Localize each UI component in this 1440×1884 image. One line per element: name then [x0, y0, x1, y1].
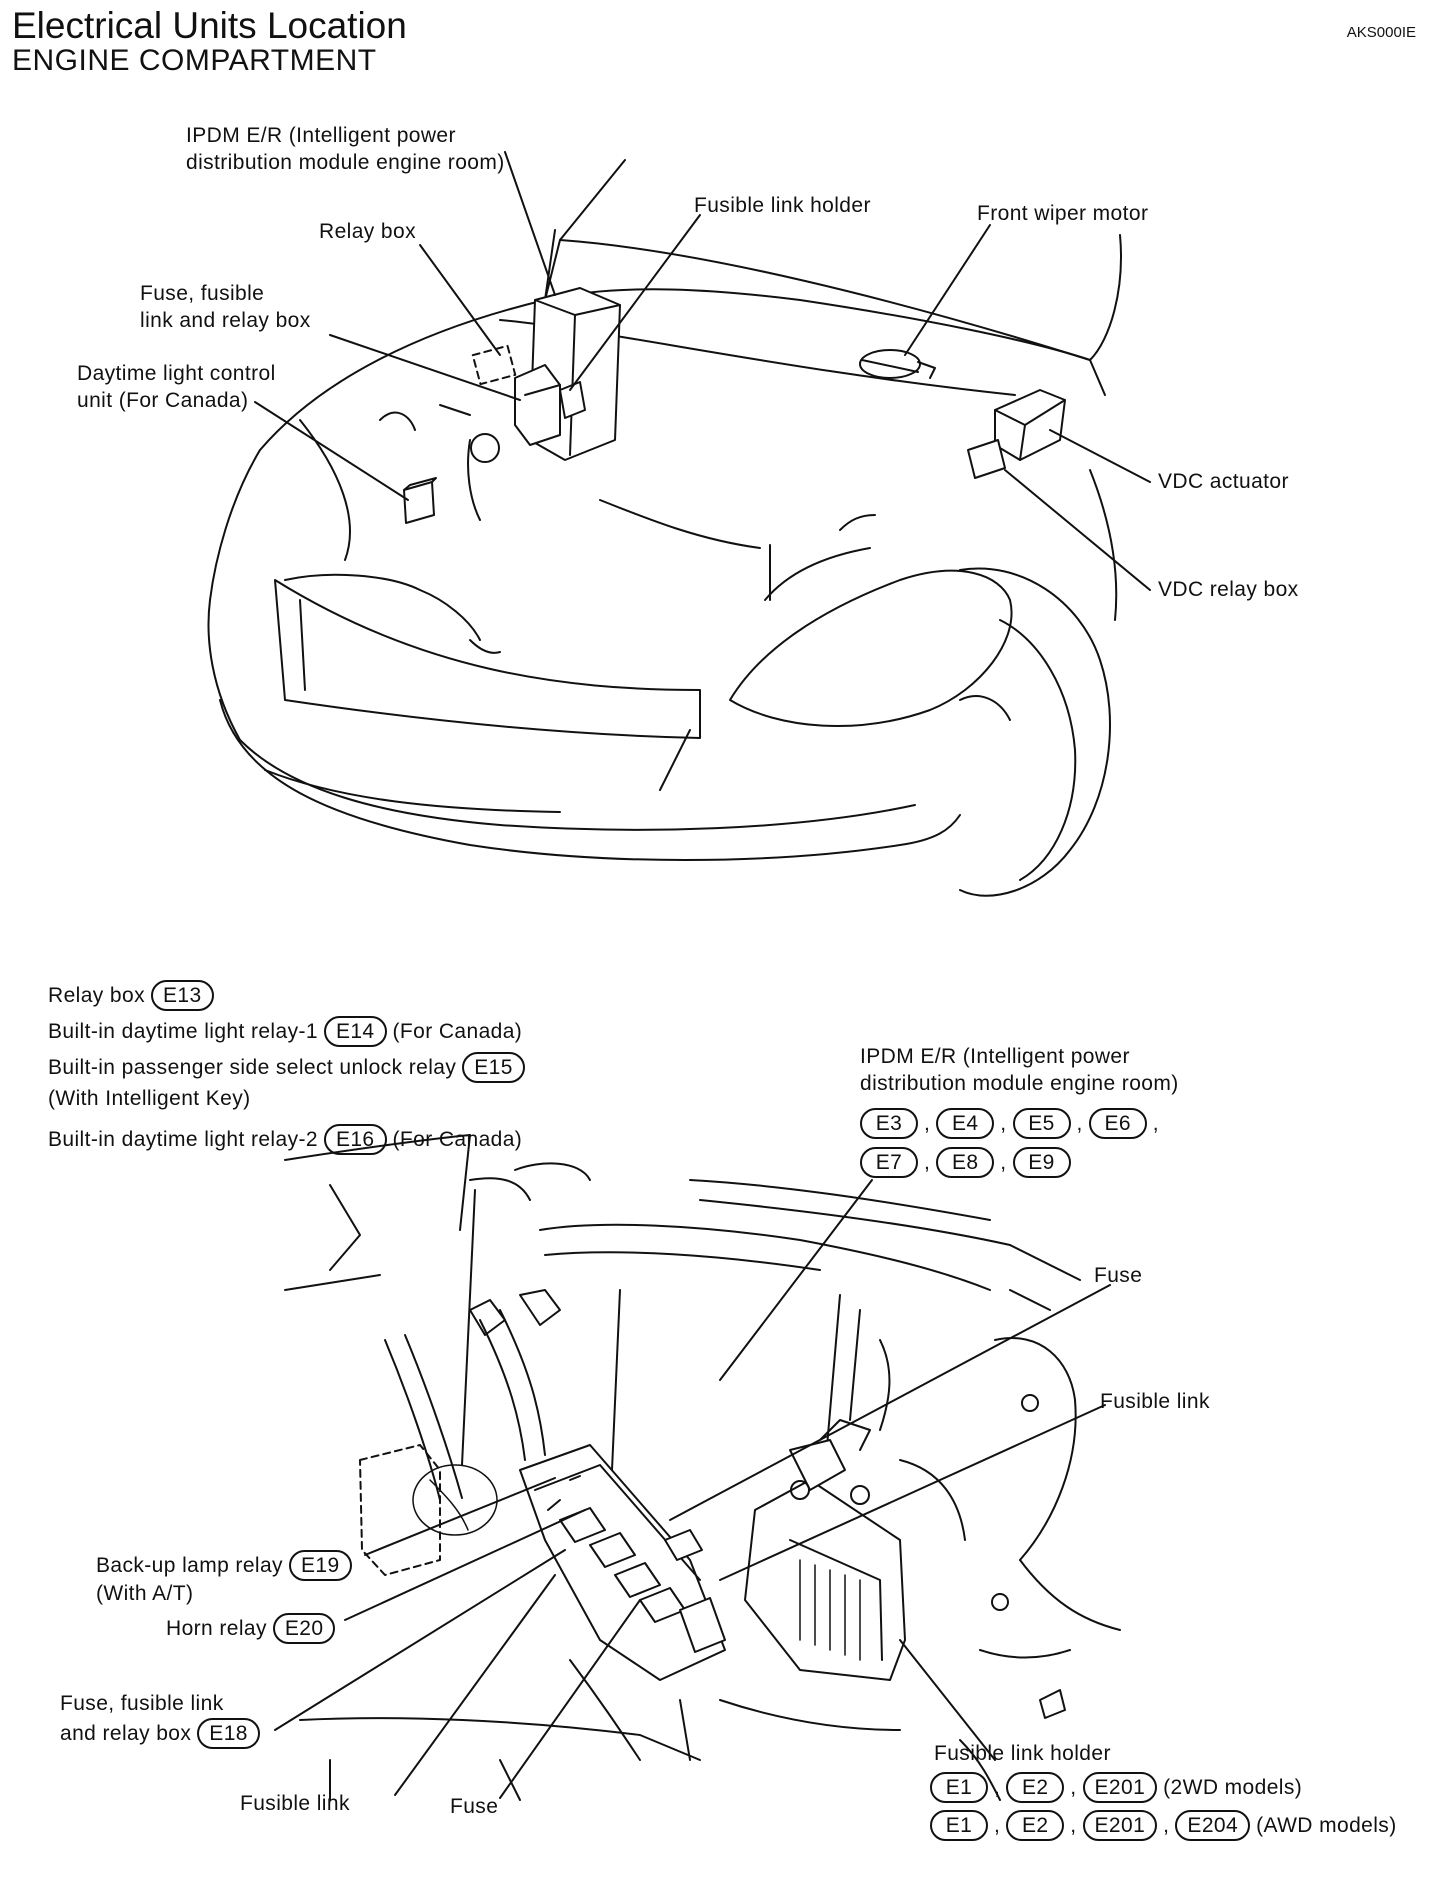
drl2-note: (For Canada) [392, 1128, 523, 1151]
label-vdc-actuator: VDC actuator [1158, 470, 1289, 493]
connector-tag: E15 [462, 1052, 525, 1083]
unlock-note: (With Intelligent Key) [48, 1087, 251, 1110]
label-fusible-link-bottom: Fusible link [240, 1792, 350, 1815]
label-daytime-unit-line1: Daytime light control [77, 362, 276, 385]
holder-awd-row: E1 , E2 , E201 , E204 (AWD models) [930, 1810, 1397, 1841]
separator: , [1152, 1112, 1159, 1135]
unlock-text: Built-in passenger side select unlock re… [48, 1056, 457, 1079]
connector-tag: E16 [323, 1124, 387, 1155]
label-relay-box: Relay box [319, 220, 416, 243]
separator: , [1000, 1151, 1007, 1174]
connector-tag: E4 [936, 1108, 995, 1139]
label-front-wiper-motor: Front wiper motor [977, 202, 1149, 225]
connector-tag: E8 [936, 1147, 995, 1178]
label-fusible-link-holder-bottom: Fusible link holder [934, 1742, 1111, 1765]
separator: , [994, 1776, 1001, 1799]
backup-lamp-relay-note: (With A/T) [96, 1582, 194, 1605]
fuse-box-text: and relay box [60, 1722, 192, 1745]
holder-awd-note: (AWD models) [1256, 1814, 1397, 1837]
drl1-row: Built-in daytime light relay-1 E14 (For … [48, 1016, 522, 1047]
label-daytime-unit-line2: unit (For Canada) [77, 389, 249, 412]
horn-relay-text: Horn relay [166, 1617, 267, 1640]
backup-lamp-relay-row: Back-up lamp relay E19 [96, 1550, 352, 1581]
connector-tag: E1 [930, 1810, 988, 1841]
drl2-row: Built-in daytime light relay-2 E16 (For … [48, 1124, 522, 1155]
drl1-text: Built-in daytime light relay-1 [48, 1020, 318, 1043]
figure-code: AKS000IE [1346, 24, 1416, 41]
connector-tag: E2 [1006, 1772, 1065, 1803]
connector-tag: E1 [930, 1772, 988, 1803]
engine-bay-illustration [274, 1134, 1121, 1801]
separator: , [1070, 1814, 1077, 1837]
fuse-box-row: and relay box E18 [60, 1718, 260, 1749]
backup-lamp-relay-text: Back-up lamp relay [96, 1554, 283, 1577]
holder-2wd-note: (2WD models) [1163, 1776, 1303, 1799]
label-fuse-bottom: Fuse [450, 1795, 499, 1818]
label-fuse-box-line2: link and relay box [140, 309, 311, 332]
vehicle-front-illustration [207, 151, 1151, 897]
label-vdc-relay-box: VDC relay box [1158, 578, 1299, 601]
separator: , [924, 1151, 931, 1174]
fuse-box-line1: Fuse, fusible link [60, 1692, 224, 1715]
label-ipdm-line2: distribution module engine room) [186, 151, 505, 174]
ipdm-label-line2: distribution module engine room) [860, 1072, 1179, 1095]
holder-2wd-row: E1 , E2 , E201 (2WD models) [930, 1772, 1302, 1803]
connector-tag: E18 [197, 1718, 260, 1749]
relay-box-text: Relay box [48, 984, 145, 1007]
separator: , [1163, 1814, 1170, 1837]
connector-tag: E201 [1082, 1772, 1158, 1803]
ipdm-label-line1: IPDM E/R (Intelligent power [860, 1045, 1130, 1068]
drl2-text: Built-in daytime light relay-2 [48, 1128, 318, 1151]
ipdm-connectors-row1: E3 , E4 , E5 , E6 , [860, 1108, 1159, 1139]
separator: , [1000, 1112, 1007, 1135]
connector-tag: E6 [1088, 1108, 1147, 1139]
relay-box-row: Relay box E13 [48, 980, 214, 1011]
page-subtitle: ENGINE COMPARTMENT [12, 44, 377, 77]
connector-tag: E20 [272, 1613, 336, 1644]
label-ipdm-line1: IPDM E/R (Intelligent power [186, 124, 456, 147]
connector-tag: E2 [1006, 1810, 1065, 1841]
horn-relay-row: Horn relay E20 [166, 1613, 336, 1644]
separator: , [1070, 1776, 1077, 1799]
separator: , [994, 1814, 1001, 1837]
connector-tag: E9 [1012, 1147, 1071, 1178]
label-fusible-link: Fusible link [1100, 1390, 1210, 1413]
connector-tag: E13 [150, 980, 214, 1011]
separator: , [1076, 1112, 1083, 1135]
ipdm-connectors-row2: E7 , E8 , E9 [860, 1147, 1071, 1178]
label-fuse: Fuse [1094, 1264, 1143, 1287]
connector-tag: E5 [1012, 1108, 1071, 1139]
drl1-note: (For Canada) [392, 1020, 523, 1043]
connector-tag: E7 [860, 1147, 918, 1178]
label-fuse-box-line1: Fuse, fusible [140, 282, 265, 305]
label-fusible-link-holder: Fusible link holder [694, 194, 871, 217]
connector-tag: E204 [1175, 1810, 1251, 1841]
connector-tag: E19 [288, 1550, 352, 1581]
connector-tag: E3 [860, 1108, 918, 1139]
page-title: Electrical Units Location [12, 5, 407, 46]
separator: , [924, 1112, 931, 1135]
unlock-row: Built-in passenger side select unlock re… [48, 1052, 525, 1083]
connector-tag: E201 [1082, 1810, 1158, 1841]
connector-tag: E14 [323, 1016, 387, 1047]
